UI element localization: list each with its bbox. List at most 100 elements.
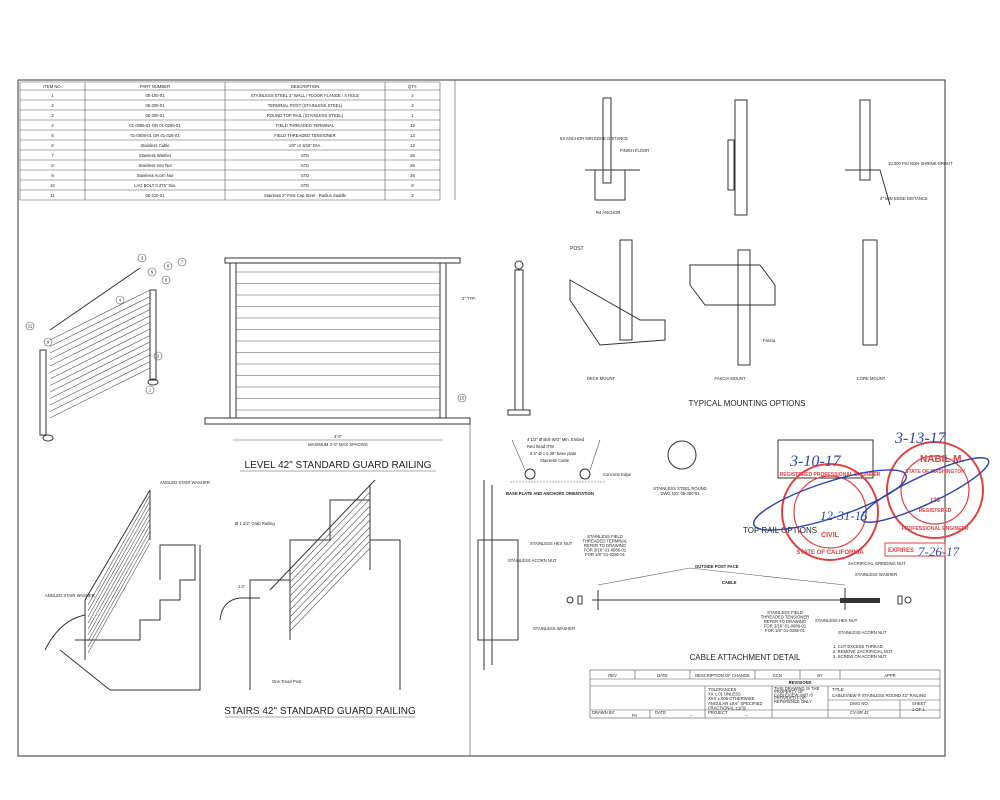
cable-line <box>87 542 151 654</box>
drawn-by: PA <box>632 713 637 718</box>
table-cell: 05-100-01 <box>145 93 165 98</box>
cable-line <box>289 547 371 632</box>
table-header: PART NUMBER <box>140 84 170 89</box>
dwg-no-label: DWG NO. <box>850 701 869 706</box>
note-line: 1. CUT EXCESS THREAD. <box>833 644 884 649</box>
item-balloon <box>163 261 173 271</box>
table-cell: 6 <box>51 143 54 148</box>
stamp-text: REGISTERED <box>919 508 952 514</box>
level-dim-note: MAXIMUM 4'-0" MAX SPACING <box>308 442 368 447</box>
bolt-note: 4.5" Ø x 0.35" base plate <box>530 451 577 456</box>
anchor-edge-label: 6X ANCHOR MIN EDGE DISTANCE <box>560 136 628 141</box>
signature-date: 3-13-17 <box>894 430 947 447</box>
note-line: FOR 1/8" 01-0286-01 <box>585 552 626 557</box>
cable-line <box>49 367 151 419</box>
top-rail-title: TOP RAIL OPTIONS <box>743 526 817 535</box>
cable-line <box>49 361 151 412</box>
item-balloon-number: 5 <box>151 270 154 275</box>
table-cell: STD <box>301 173 309 178</box>
cable-attachment-detail: STAINLESS HEX NUT STAINLESS ACORN NUT ST… <box>508 534 912 662</box>
revision-header: ECN <box>773 673 782 678</box>
grout-label: 10,000 PSI NON-SHRINK GROUT <box>888 161 953 166</box>
cable-line <box>289 505 371 590</box>
cable-line <box>87 524 151 636</box>
cable-line <box>87 500 151 612</box>
min-edge-label: 4" MIN EDGE DISTANCE <box>880 196 928 201</box>
grab-rail-label: Ø 1 1/2" Grab Railing <box>235 521 275 526</box>
table-cell: ROUND TOP RAIL (STAINLESS STEEL) <box>267 113 344 118</box>
item-balloon-number: 1 <box>149 388 152 393</box>
revisions-label: REVISIONS <box>789 680 812 685</box>
table-cell: 3 <box>51 113 54 118</box>
cable-line <box>49 296 151 347</box>
cable-line <box>49 335 151 386</box>
cable-line <box>289 540 371 625</box>
table-cell: 01-0085-01 OR 01-0285-01 <box>129 123 181 128</box>
item-balloon <box>147 267 157 277</box>
stairs-railing-title: STAIRS 42" STANDARD GUARD RAILING <box>224 706 416 717</box>
stamp-text: CIVIL <box>821 532 840 539</box>
item-balloon <box>161 275 171 285</box>
table-cell: Stainless Hex Nut <box>138 163 172 168</box>
cable-line <box>289 519 371 604</box>
tolerance-line: TOLERANCES <box>708 687 737 692</box>
table-cell: 26 <box>410 163 415 168</box>
note-line: 3. SCREW ON ACORN NUT. <box>833 654 887 659</box>
item-balloon <box>153 351 163 361</box>
cable-line <box>49 348 151 399</box>
note-line: STAINLESS FIELD <box>587 534 623 539</box>
table-cell: 1 <box>51 93 54 98</box>
bolt-note: Red head ITW <box>527 444 554 449</box>
one-tread-label: One Tread Post <box>272 679 302 684</box>
table-cell: LAG BOLT 0.375" Dia. <box>134 183 176 188</box>
sheet-value: 1 OF 1 <box>912 707 925 712</box>
note-line: FOR 3/16" 01-0086-01 <box>584 548 627 553</box>
tolerance-line: XX ±.01 UNLESS <box>708 692 741 697</box>
table-cell: 13 <box>410 133 415 138</box>
table-cell: 13 <box>410 143 415 148</box>
hex-nut-label: STAINLESS HEX NUT <box>815 618 858 623</box>
cable-line <box>49 302 151 354</box>
engineer-stamp-california: REGISTERED PROFESSIONAL ENGINEER CIVIL S… <box>780 463 881 561</box>
item-balloon-number: 4 <box>119 298 122 303</box>
top-rail-note: DWG NO: 05-300-01 <box>660 491 700 496</box>
table-cell: 2 <box>411 93 414 98</box>
washer-label: STAINLESS WASHER <box>533 626 575 631</box>
cable-line <box>87 494 151 606</box>
table-cell: 2 <box>411 103 414 108</box>
cable-line <box>87 512 151 624</box>
table-cell: 01-0008-01 OR 01-028-01 <box>130 133 180 138</box>
cable-detail-title: CABLE ATTACHMENT DETAIL <box>690 653 802 662</box>
table-cell: 1 <box>411 113 414 118</box>
date-label: DATE <box>655 710 666 715</box>
item-balloon <box>115 295 125 305</box>
angled-washer-label: ANGLED STAIR WASHER <box>45 593 95 598</box>
note-line: FOR 3/16" 01-0086-01 <box>764 624 807 629</box>
table-cell: 05-300-01 <box>145 103 165 108</box>
revision-header: DESCRIPTION OF CHANGE <box>695 673 750 678</box>
note-line: THREADED TENSIONER <box>761 615 810 620</box>
item-balloon-number: 8 <box>165 278 168 283</box>
signatures: 3-10-17 3-13-17 <box>753 430 990 531</box>
washer-label: STAINLESS WASHER <box>855 572 897 577</box>
cable-line <box>87 536 151 648</box>
table-cell: 4 <box>51 123 54 128</box>
table-cell: 5 <box>51 133 54 138</box>
tolerance-line: XXX ±.005 OTHERWISE <box>708 696 755 701</box>
project-value: -- <box>745 713 748 718</box>
table-cell: 8 <box>411 183 414 188</box>
outside-post-face-label: OUTSIDE POST FACE <box>695 564 739 569</box>
sheet-border <box>17 79 946 757</box>
cable-line <box>49 322 151 373</box>
stamp-text: NABIL M. <box>920 454 964 465</box>
item-balloon-number: 11 <box>28 324 33 329</box>
table-cell: 2 <box>51 103 54 108</box>
item-balloon <box>145 385 155 395</box>
signature-date: 3-10-17 <box>789 453 842 470</box>
table-cell: TERMINAL POST (STAINLESS STEEL) <box>268 103 343 108</box>
note-line: FOR 1/8" 01-0286-01 <box>765 628 806 633</box>
